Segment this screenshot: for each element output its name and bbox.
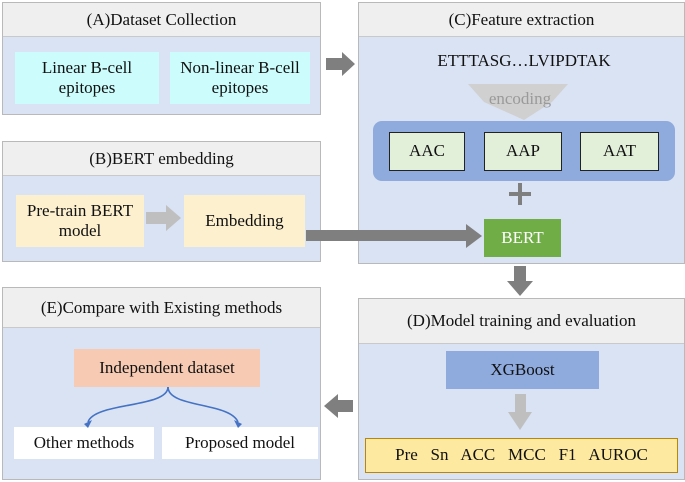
panel-compare-methods: (E)Compare with Existing methods Indepen… <box>2 287 321 480</box>
arrow-embedding-to-bert <box>306 224 482 248</box>
arrow-xgboost-to-metrics <box>508 394 532 430</box>
xgboost-box: XGBoost <box>446 351 599 389</box>
curve-to-proposed-model <box>167 386 239 423</box>
metrics-box: Pre Sn ACC MCC F1 AUROC <box>365 438 678 473</box>
panel-feature-extraction: (C)Feature extraction ETTTASG…LVIPDTAK A… <box>358 2 685 264</box>
panel-dataset-collection: (A)Dataset Collection Linear B-cell epit… <box>2 2 321 115</box>
other-methods-box: Other methods <box>14 427 154 459</box>
linear-epitopes-box: Linear B-cell epitopes <box>15 52 159 104</box>
panel-e-title: (E)Compare with Existing methods <box>3 288 320 328</box>
plus-vertical <box>518 183 522 205</box>
bert-box: BERT <box>484 219 561 257</box>
feature-aac: AAC <box>389 132 465 171</box>
arrow-c-to-d <box>507 266 533 296</box>
independent-dataset-box: Independent dataset <box>74 349 260 387</box>
arrowhead-left <box>84 420 92 428</box>
panel-model-training: (D)Model training and evaluation XGBoost… <box>358 298 685 480</box>
encoding-label: encoding <box>488 88 552 108</box>
panel-b-title: (B)BERT embedding <box>3 142 320 176</box>
pretrain-bert-box: Pre-train BERT model <box>16 195 144 247</box>
panel-bert-embedding: (B)BERT embedding Pre-train BERT model E… <box>2 141 321 262</box>
encoding-arrow <box>468 84 568 120</box>
plus-label: + <box>505 182 535 208</box>
proposed-model-box: Proposed model <box>162 427 318 459</box>
panel-d-title: (D)Model training and evaluation <box>359 299 684 344</box>
arrowhead-right <box>234 420 242 428</box>
embedding-box: Embedding <box>184 195 305 247</box>
arrow-a-to-c <box>326 52 355 76</box>
feature-aap: AAP <box>484 132 562 171</box>
curve-to-other-methods <box>87 386 169 423</box>
arrow-d-to-e <box>324 394 353 418</box>
panel-a-title: (A)Dataset Collection <box>3 3 320 37</box>
nonlinear-epitopes-box: Non-linear B-cell epitopes <box>170 52 310 104</box>
panel-c-title: (C)Feature extraction <box>359 3 684 37</box>
feature-aat: AAT <box>580 132 659 171</box>
sequence-text: ETTTASG…LVIPDTAK <box>437 50 611 70</box>
arrow-pretrain-to-embedding <box>146 205 181 231</box>
